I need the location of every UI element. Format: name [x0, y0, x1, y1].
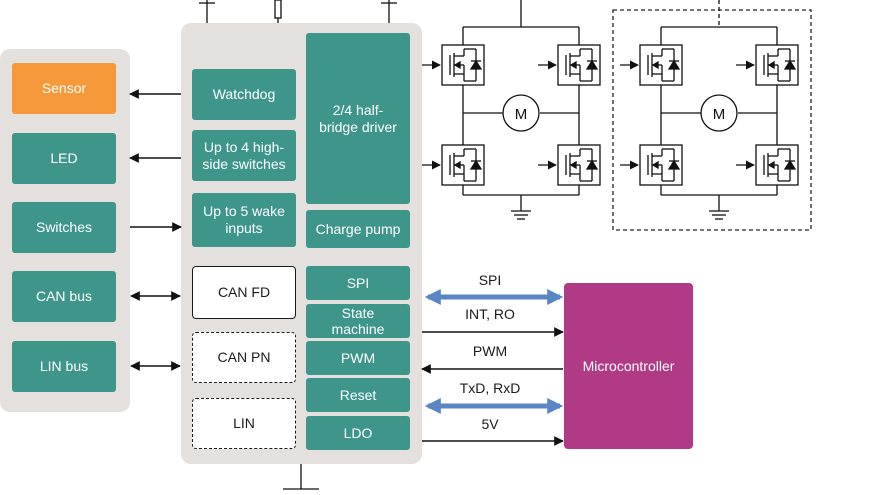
charge-pump-block: Charge pump [306, 210, 410, 248]
mosfet-icon-6 [736, 44, 799, 86]
state-machine-block: State machine [306, 304, 410, 338]
chip-top-pins [199, 0, 397, 23]
int-ro-signal-label: INT, RO [465, 306, 515, 322]
high-side-switches-block: Up to 4 high-side switches [192, 130, 296, 181]
spi-signal-label: SPI [478, 272, 502, 288]
h-bridge-2 [660, 0, 778, 220]
wake-inputs-block: Up to 5 wake inputs [192, 193, 296, 247]
ldo-block: LDO [306, 416, 410, 450]
mosfet-icon-1 [422, 44, 485, 86]
txd-rxd-signal-label: TxD, RxD [459, 380, 521, 396]
spi-block: SPI [306, 266, 410, 300]
mosfet-icon-3 [422, 144, 485, 186]
mosfet-icon-5 [620, 44, 683, 86]
half-bridge-driver-block: 2/4 half-bridge driver [306, 33, 410, 204]
watchdog-block: Watchdog [192, 69, 296, 120]
optional-bridge-frame [612, 9, 812, 231]
mosfet-icon-4 [538, 144, 601, 186]
motor-label-1: M [515, 106, 528, 123]
switches-box: Switches [12, 202, 116, 253]
lin-block: LIN [192, 398, 296, 449]
reset-block: Reset [306, 378, 410, 412]
lin-bus-box: LIN bus [12, 341, 116, 392]
can-fd-block: CAN FD [192, 266, 296, 319]
mosfet-icon-8 [736, 144, 799, 186]
pwm-signal-label: PWM [472, 343, 508, 359]
microcontroller-block: Microcontroller [564, 283, 693, 449]
motor-label-2: M [713, 106, 726, 123]
h-bridge-1 [462, 0, 580, 220]
mosfet-icon-7 [620, 144, 683, 186]
sensor-box: Sensor [12, 63, 116, 114]
chip-ground [283, 464, 319, 490]
led-box: LED [12, 133, 116, 184]
can-bus-box: CAN bus [12, 271, 116, 322]
can-pn-block: CAN PN [192, 332, 296, 383]
mosfet-icon-2 [538, 44, 601, 86]
pwm-block: PWM [306, 341, 410, 375]
5v-signal-label: 5V [481, 416, 499, 432]
